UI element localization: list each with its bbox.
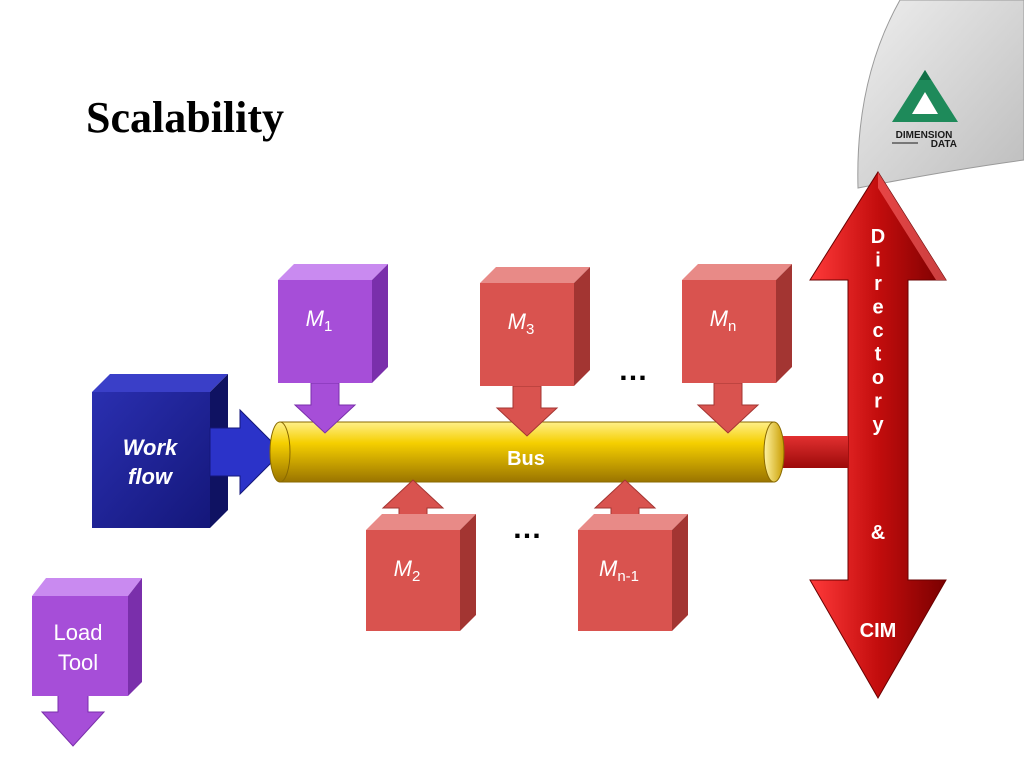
module-top-1-arrow [293, 382, 357, 434]
ellipsis-top: … [618, 354, 648, 387]
load-tool-block: Load Tool [32, 578, 142, 747]
ellipsis-bottom: … [512, 512, 542, 545]
directory-letter: i [875, 250, 881, 272]
logo-triangle-icon [892, 70, 958, 122]
workflow-line2: flow [128, 464, 174, 489]
directory-letter: r [874, 391, 882, 413]
module-bottom-2: Mn-1 [578, 479, 688, 631]
module-top-2-arrow [495, 385, 559, 437]
module-bottom-1: M2 [366, 479, 476, 631]
logo-line2: DATA [931, 139, 957, 150]
directory-letter: D [871, 226, 885, 248]
directory-amp: & [871, 522, 885, 544]
load-tool-line2: Tool [58, 650, 98, 675]
directory-letter: y [872, 414, 884, 436]
logo-corner: DIMENSION DATA [857, 0, 1024, 189]
module-top-3-label: Mn [710, 306, 737, 335]
load-tool-line1: Load [54, 620, 103, 645]
module-bottom-2-label: Mn-1 [599, 556, 639, 585]
logo-line1: DIMENSION [896, 130, 953, 141]
module-top-2: M3 [480, 267, 590, 437]
workflow-block: Work flow [92, 374, 283, 528]
directory-letter: o [872, 367, 884, 389]
bus-label: Bus [507, 448, 545, 470]
module-top-1-label: M1 [306, 306, 333, 335]
module-bottom-1-label: M2 [394, 556, 421, 585]
module-top-1: M1 [278, 264, 388, 434]
workflow-line1: Work [123, 435, 179, 460]
module-top-3-arrow [696, 382, 760, 434]
directory-letter: r [874, 273, 882, 295]
cim-label: CIM [860, 620, 897, 642]
module-top-2-label: M3 [508, 309, 535, 338]
slide-title: Scalability [86, 93, 285, 142]
directory-letter: t [875, 344, 882, 366]
directory-letter: e [872, 297, 883, 319]
directory-letter: c [872, 320, 883, 342]
module-top-3: Mn [682, 264, 792, 434]
